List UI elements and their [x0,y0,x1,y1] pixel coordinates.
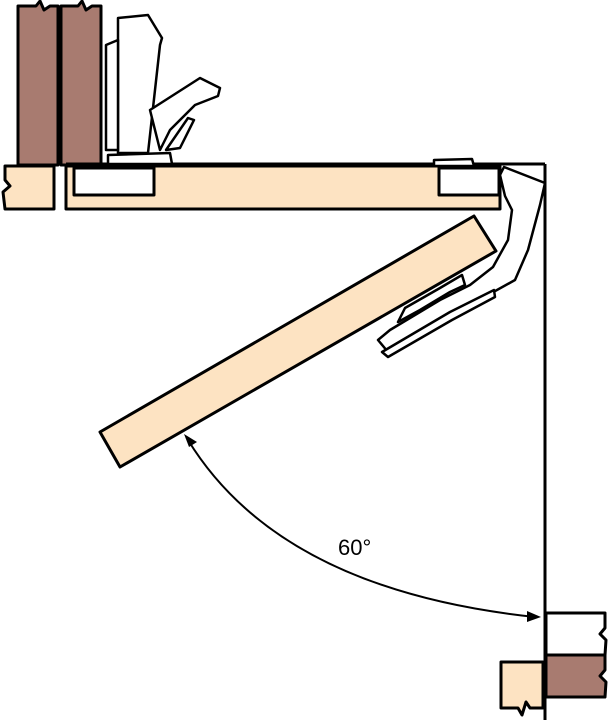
arc-arrowhead-top [184,434,197,447]
hinge-folded [104,13,222,166]
door-closed [64,164,502,211]
hinge-cover-plate [432,157,476,168]
angle-label: 60° [338,535,371,560]
door-open [98,214,498,469]
side-panel-right [59,0,103,167]
wood-edge-bottom [499,660,545,717]
hinge-cup-hole-left [72,166,156,197]
side-panel-bottom-brown [544,653,608,699]
arc-arrowhead-bottom [527,611,541,622]
angle-arc [187,439,536,618]
hinge-open [376,165,547,359]
side-panel-bottom-white [544,611,608,657]
wood-edge-left [1,164,56,211]
side-panel-left [16,0,60,167]
hinge-cup-hole-right [437,166,501,197]
